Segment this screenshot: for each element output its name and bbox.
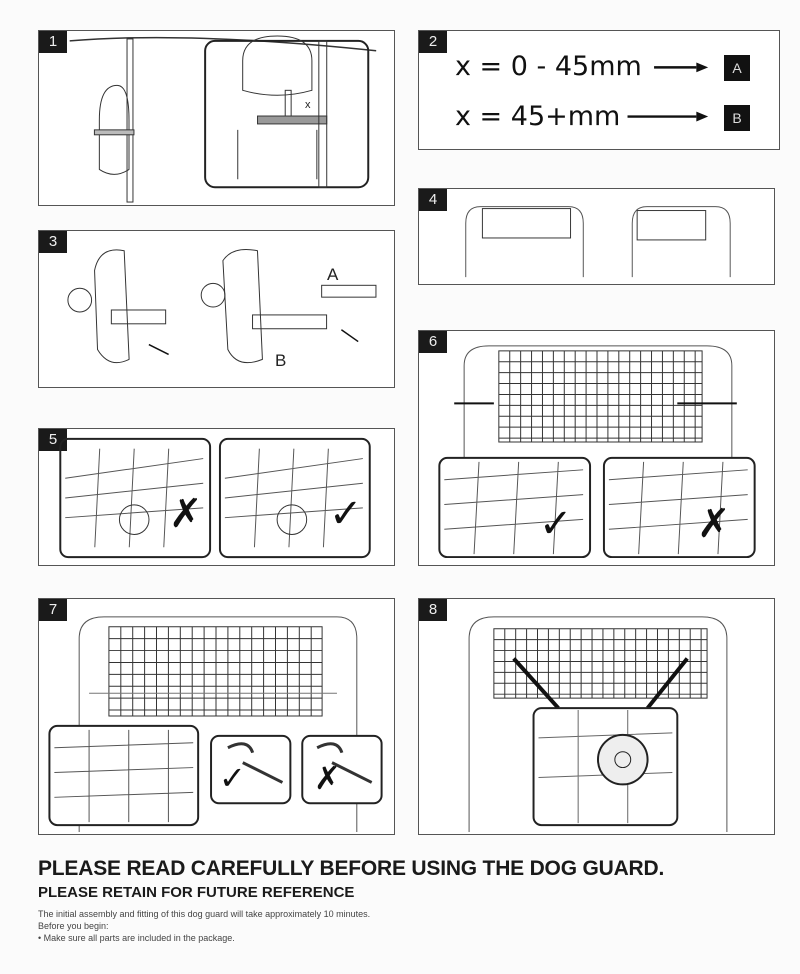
mesh-grid [108,626,323,717]
guard-position-illustration [465,206,731,278]
range-a-text: x = 0 - 45mm [455,51,642,82]
step-number: 2 [419,31,447,53]
correct-mark-icon: ✓ [329,491,363,537]
incorrect-mark-icon: ✗ [314,759,341,797]
hook-detail-illustration [59,437,371,559]
step-4-panel: 4 [418,188,775,285]
incorrect-mark-icon: ✗ [169,491,203,537]
mesh-grid [498,350,703,443]
incorrect-mark-icon: ✗ [697,501,731,547]
step-1-panel: 1 x [38,30,395,206]
range-b-text: x = 45+mm [455,101,621,132]
guard-tightening-illustration [468,616,728,833]
step-number: 4 [419,189,447,211]
measurement-x-label: x [305,99,311,111]
intro-text: The initial assembly and fitting of this… [38,909,371,919]
step-number: 8 [419,599,447,621]
mesh-grid [493,628,708,699]
correct-mark-icon: ✓ [539,501,573,547]
arrows [627,62,709,122]
parts-bullet: • Make sure all parts are included in th… [38,933,235,943]
option-b-badge: B [724,105,750,131]
sub-heading: PLEASE RETAIN FOR FUTURE REFERENCE [38,884,355,901]
step-number: 6 [419,331,447,353]
step-5-panel: 5 ✗ ✓ [38,428,395,566]
step-6-panel: 6 ✓ ✗ [418,330,775,566]
option-a-badge: A [724,55,750,81]
guard-fixing-illustration [48,616,383,833]
correct-mark-icon: ✓ [219,759,246,797]
guard-centering-illustration [438,345,756,559]
headrest-measure-illustration [69,35,377,203]
part-b-label: B [275,351,287,370]
step-number: 3 [39,231,67,253]
step-2-panel: 2 x = 0 - 45mm A x = 45+mm B [418,30,780,150]
step-number: 7 [39,599,67,621]
clip-assembly-illustration [67,249,377,364]
main-heading: PLEASE READ CAREFULLY BEFORE USING THE D… [38,857,665,880]
part-a-label: A [327,265,339,284]
before-text: Before you begin: [38,921,109,931]
step-number: 1 [39,31,67,53]
step-3-panel: 3 A B [38,230,395,388]
step-7-panel: 7 ✓ ✗ [38,598,395,835]
step-8-panel: 8 [418,598,775,835]
